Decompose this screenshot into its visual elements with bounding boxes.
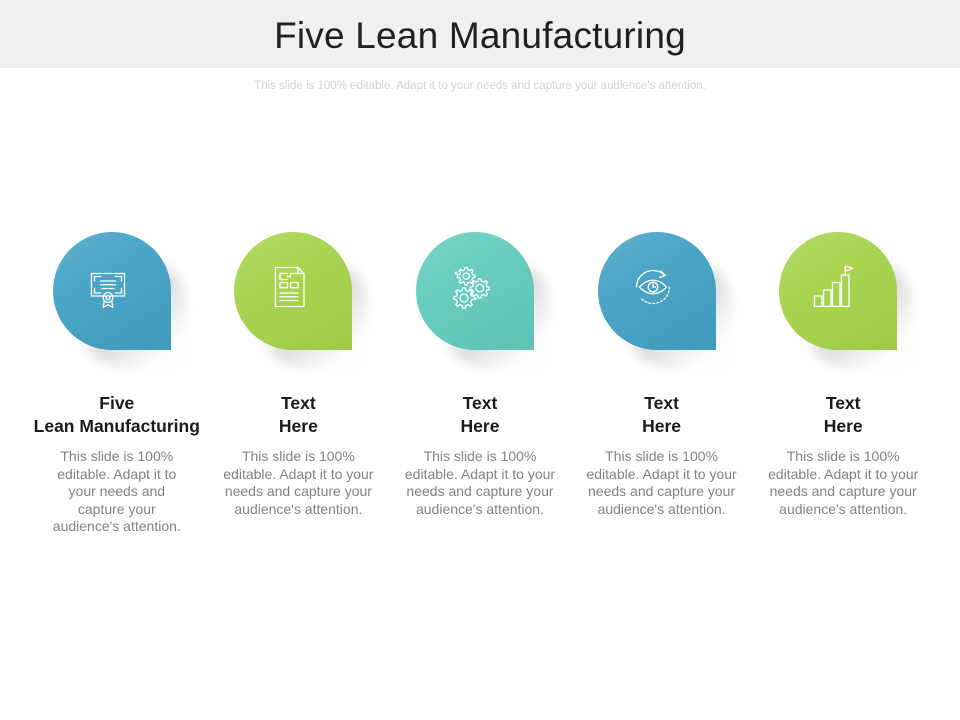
pin-body-5[interactable] bbox=[779, 232, 898, 350]
pin-body-1[interactable] bbox=[52, 232, 171, 350]
growth-chart-flag-icon bbox=[813, 265, 854, 308]
column-body: This slide is 100% editable. Adapt it to… bbox=[223, 448, 374, 517]
gears-icon bbox=[453, 266, 490, 309]
column-body: This slide is 100% editable. Adapt it to… bbox=[768, 448, 919, 517]
slide-subtitle: This slide is 100% editable. Adapt it to… bbox=[254, 80, 706, 92]
feature-column-5[interactable]: Text Here This slide is 100% editable. A… bbox=[752, 232, 934, 536]
header-band bbox=[0, 0, 960, 68]
pin-shape-4[interactable] bbox=[597, 232, 732, 368]
column-body: This slide is 100% editable. Adapt it to… bbox=[52, 448, 181, 535]
certificate-icon bbox=[90, 272, 125, 308]
column-body: This slide is 100% editable. Adapt it to… bbox=[404, 448, 556, 517]
feature-columns: Five Lean Manufacturing This slide is 10… bbox=[26, 232, 934, 536]
pin-body-3[interactable] bbox=[415, 232, 534, 350]
column-heading: Text Here bbox=[460, 393, 500, 436]
column-heading: Text Here bbox=[278, 393, 318, 436]
feature-column-3[interactable]: Text Here This slide is 100% editable. A… bbox=[389, 232, 571, 536]
document-report-icon bbox=[275, 266, 306, 308]
pin-body-4[interactable] bbox=[597, 232, 716, 350]
pin-shape-2[interactable] bbox=[234, 232, 369, 368]
column-heading: Five Lean Manufacturing bbox=[33, 393, 200, 436]
column-heading: Text Here bbox=[823, 393, 863, 436]
pin-body-2[interactable] bbox=[234, 232, 353, 350]
column-body: This slide is 100% editable. Adapt it to… bbox=[586, 448, 737, 517]
feature-column-2[interactable]: Text Here This slide is 100% editable. A… bbox=[208, 232, 390, 536]
pin-shape-5[interactable] bbox=[779, 232, 914, 368]
pin-shape-1[interactable] bbox=[52, 232, 187, 368]
pin-shape-3[interactable] bbox=[415, 232, 550, 368]
feature-column-1[interactable]: Five Lean Manufacturing This slide is 10… bbox=[26, 232, 208, 536]
eye-refresh-icon bbox=[635, 269, 670, 305]
page-title: Five Lean Manufacturing bbox=[274, 15, 686, 56]
column-heading: Text Here bbox=[642, 393, 682, 436]
feature-column-4[interactable]: Text Here This slide is 100% editable. A… bbox=[571, 232, 753, 536]
